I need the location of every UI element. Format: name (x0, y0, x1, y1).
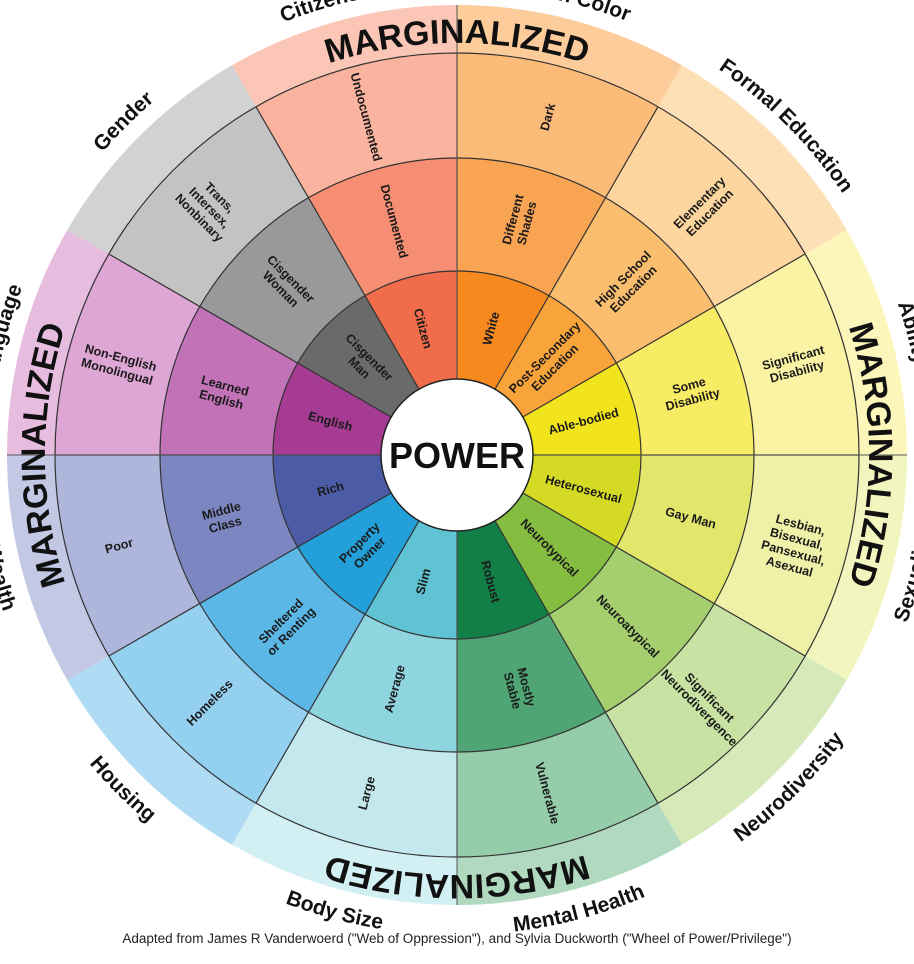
segment-sheltered-or-renting (199, 547, 365, 713)
segment-english (273, 363, 392, 455)
segment-able-bodied (522, 363, 641, 455)
category-ability: Ability (893, 298, 914, 367)
radial-divider (522, 492, 806, 657)
outer-band-housing (67, 656, 256, 845)
segment-elementary-education (605, 106, 806, 307)
segment-significant-neurodivergence (605, 603, 806, 804)
radial-divider (108, 253, 392, 418)
segment-trans-intersex-nonbinary (108, 106, 309, 307)
category-wealth: Wealth (0, 542, 20, 613)
segment-poor (55, 455, 200, 656)
outer-band-mental-health (457, 803, 682, 905)
outer-band-neurodiversity (658, 656, 847, 845)
outer-band-body-size (232, 803, 457, 905)
segment-lesbian-bisexual-pansexual-asexual (714, 455, 859, 656)
segment-significant-disability (714, 254, 859, 455)
segment-citizen (365, 271, 457, 390)
radial-divider (255, 520, 420, 804)
segment-white (457, 271, 549, 390)
segment-non-english-monolingual (55, 254, 200, 455)
segment-robust (457, 520, 549, 639)
credit-line: Adapted from James R Vanderwoerd ("Web o… (122, 931, 792, 946)
outer-band-language (7, 230, 109, 455)
radial-divider (494, 106, 659, 390)
center-circle (380, 378, 534, 532)
segment-homeless (108, 603, 309, 804)
wheel-sectors (7, 5, 907, 905)
segment-dark (457, 53, 658, 198)
outer-band-gender (67, 65, 256, 254)
outer-band-skin-color (457, 5, 682, 107)
label-dark: Dark (538, 102, 559, 133)
outer-band-sexuality (805, 455, 907, 680)
segment-large (256, 712, 457, 857)
segment-rich (273, 455, 392, 547)
outer-band-wealth (7, 455, 109, 680)
outer-band-formal-education (658, 65, 847, 254)
segment-neuroatypical (549, 547, 715, 713)
radial-divider (108, 492, 392, 657)
segment-cisgender-woman (199, 197, 365, 363)
segment-undocumented (256, 53, 457, 198)
radial-divider (522, 253, 806, 418)
outer-band-ability (805, 230, 907, 455)
segment-cisgender-man (297, 295, 419, 417)
radial-divider (494, 520, 659, 804)
radial-divider (255, 106, 420, 390)
segment-property-owner (297, 493, 419, 615)
segment-heterosexual (522, 455, 641, 547)
segment-neurotypical (495, 493, 617, 615)
segment-post-secondary-education (495, 295, 617, 417)
center-power-label: POWER (389, 435, 525, 476)
outer-band-citizenship (232, 5, 457, 107)
label-slim: Slim (413, 567, 433, 596)
segment-slim (365, 520, 457, 639)
segment-vulnerable (457, 712, 658, 857)
segment-high-school-education (549, 197, 715, 363)
label-rich: Rich (316, 479, 346, 500)
